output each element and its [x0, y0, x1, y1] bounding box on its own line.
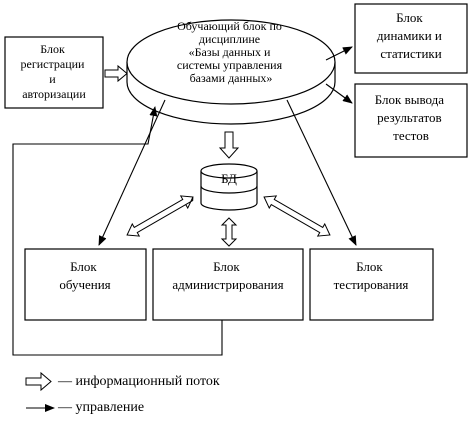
legend-info-flow-icon: [25, 371, 52, 392]
svg-text:Блок администрирования: Блок администрирования: [172, 259, 283, 292]
administration-line-2: администрирования: [172, 277, 283, 292]
svg-text:Блок регистрации и: Блок регистрации и авторизации: [21, 42, 88, 101]
info-flow-arrow-unit-to-db: [218, 131, 240, 159]
database-label: БД: [221, 171, 237, 186]
administration-block: Блок администрирования: [152, 248, 304, 321]
svg-text:Блок динамики и ст: Блок динамики и статистики: [377, 10, 445, 61]
dynamics-block: Блок динамики и статистики: [354, 3, 468, 74]
training-unit-line-4: системы управления: [177, 58, 283, 72]
results-line-3: тестов: [393, 128, 429, 143]
legend-info-flow-label: — информационный поток: [58, 374, 220, 389]
testing-line-1: Блок: [356, 259, 383, 274]
info-flow-arrow-registration: [104, 64, 128, 83]
legend-control-label: — управление: [58, 400, 145, 415]
control-arrow-learning: [98, 99, 166, 246]
info-flow-db-testing: [263, 195, 331, 237]
training-unit-disc: Обучающий блок по дисциплине «Базы данны…: [126, 19, 336, 125]
dynamics-line-1: Блок: [396, 10, 423, 25]
learning-line-2: обучения: [59, 277, 110, 292]
svg-text:Блок тестирования: Блок тестирования: [334, 259, 409, 292]
results-block: Блок вывода результатов тестов: [354, 83, 468, 158]
dynamics-line-2: динамики и: [377, 28, 442, 43]
testing-line-2: тестирования: [334, 277, 409, 292]
svg-text:Обучающий блок по дисцип: Обучающий блок по дисциплине «Базы данны…: [177, 19, 285, 85]
training-unit-line-5: базами данных»: [190, 71, 273, 85]
info-flow-db-administration: [220, 217, 238, 247]
results-line-2: результатов: [377, 110, 442, 125]
database-cylinder: БД: [200, 163, 258, 211]
svg-text:Блок обучения: Блок обучения: [59, 259, 110, 292]
registration-line-2: регистрации: [21, 57, 86, 71]
registration-line-1: Блок: [40, 42, 65, 56]
control-loop-admin-to-unit: [12, 106, 223, 356]
training-unit-line-1: Обучающий блок по: [177, 19, 282, 33]
administration-line-1: Блок: [213, 259, 240, 274]
registration-block: Блок регистрации и авторизации: [4, 36, 104, 109]
learning-block: Блок обучения: [24, 248, 147, 321]
svg-text:Блок вывода результатов: Блок вывода результатов тестов: [375, 92, 448, 143]
testing-block: Блок тестирования: [309, 248, 434, 321]
training-unit-line-3: «Базы данных и: [189, 45, 271, 59]
control-arrow-testing: [286, 99, 357, 246]
control-arrow-results: [325, 83, 353, 104]
registration-line-3: и: [49, 72, 56, 86]
results-line-1: Блок вывода: [375, 92, 445, 107]
control-arrow-dynamics: [325, 46, 353, 61]
registration-line-4: авторизации: [22, 87, 86, 101]
dynamics-line-3: статистики: [380, 46, 441, 61]
info-flow-db-learning: [126, 195, 194, 237]
training-unit-line-2: дисциплине: [199, 32, 260, 46]
learning-line-1: Блок: [70, 259, 97, 274]
